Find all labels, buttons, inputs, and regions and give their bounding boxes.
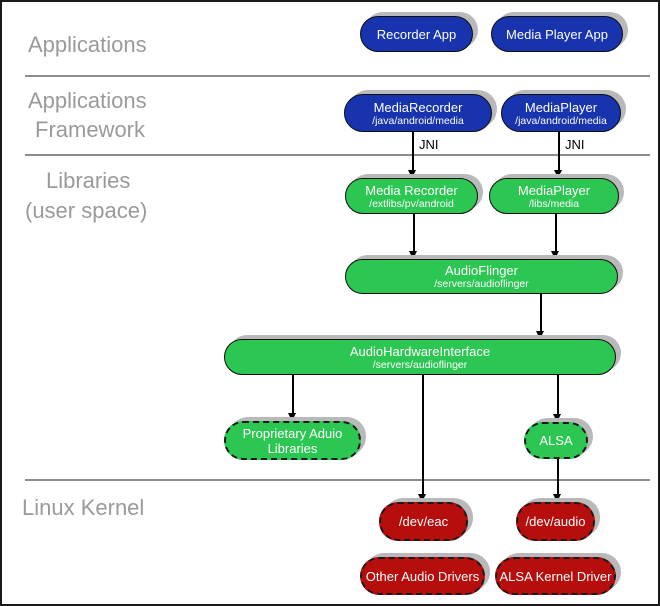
- node-audioflinger: AudioFlinger /servers/audioflinger: [345, 259, 618, 294]
- node-title: Other Audio Drivers: [365, 568, 480, 584]
- node-title: MediaPlayer: [517, 182, 591, 198]
- node-title: AudioHardwareInterface: [349, 343, 491, 359]
- layer-label-libraries-line1: Libraries: [46, 168, 131, 193]
- node-path: /servers/audioflinger: [372, 358, 468, 371]
- node-path: /java/android/media: [515, 114, 607, 127]
- layer-divider-applications: [25, 75, 650, 77]
- node-media-recorder-lib: Media Recorder /extlibs/pv/android: [345, 178, 478, 214]
- arrow-down-icon: [553, 494, 561, 502]
- node-proprietary-audio-libraries: Proprietary Aduio Libraries: [224, 421, 361, 460]
- layer-divider-kernel: [25, 479, 650, 481]
- layer-label-linux-kernel: Linux Kernel: [22, 495, 145, 520]
- jni-label-left: JNI: [419, 137, 439, 152]
- node-title: Media Player App: [506, 26, 608, 42]
- arrow-line-alsa-to-dev-audio: [557, 459, 559, 494]
- arrow-down-icon: [536, 331, 544, 339]
- node-other-audio-drivers: Other Audio Drivers: [360, 557, 485, 595]
- arrow-line-jni-recorder: [412, 132, 414, 171]
- arrow-line-to-proprietary: [292, 375, 294, 414]
- node-title: ALSA: [539, 433, 573, 448]
- node-recorder-app: Recorder App: [360, 16, 473, 52]
- node-media-player-app: Media Player App: [491, 16, 623, 52]
- node-mediaplayer-framework: MediaPlayer /java/android/media: [501, 94, 621, 132]
- layer-label-libraries-line2: (user space): [25, 198, 148, 223]
- arrow-line-player-to-flinger: [555, 214, 557, 252]
- arrow-line-recorder-to-flinger: [413, 214, 415, 252]
- layer-label-framework-line1: Applications: [28, 88, 147, 113]
- arrow-line-flinger-to-hwinterface: [540, 294, 542, 332]
- arrow-line-jni-player: [558, 132, 560, 171]
- node-path: /servers/audioflinger: [434, 278, 529, 290]
- node-title: /dev/eac: [398, 514, 449, 529]
- node-title: Media Recorder: [365, 182, 458, 198]
- node-alsa: ALSA: [524, 422, 588, 459]
- node-audiohardwareinterface: AudioHardwareInterface /servers/audiofli…: [224, 339, 616, 375]
- arrow-down-icon: [409, 251, 417, 259]
- node-mediarecorder-framework: MediaRecorder /java/android/media: [344, 94, 492, 132]
- node-path: /java/android/media: [372, 114, 464, 127]
- node-mediaplayer-lib: MediaPlayer /libs/media: [489, 178, 619, 214]
- arrow-down-icon: [553, 414, 561, 422]
- node-path: /extlibs/pv/android: [369, 197, 454, 210]
- arrow-down-icon: [418, 494, 426, 502]
- arrow-line-to-alsa: [557, 375, 559, 415]
- layer-divider-framework: [25, 154, 650, 156]
- node-alsa-kernel-driver: ALSA Kernel Driver: [495, 557, 616, 595]
- arrow-line-to-dev-eac: [422, 375, 424, 494]
- layer-label-applications: Applications: [28, 32, 147, 57]
- node-title: ALSA Kernel Driver: [499, 568, 612, 584]
- arrow-down-icon: [288, 413, 296, 421]
- node-dev-audio: /dev/audio: [516, 502, 595, 541]
- arrow-down-icon: [554, 170, 562, 178]
- jni-label-right: JNI: [565, 137, 585, 152]
- node-path: /libs/media: [528, 197, 580, 210]
- node-dev-eac: /dev/eac: [379, 502, 468, 541]
- node-title: Proprietary Aduio Libraries: [242, 425, 343, 456]
- node-title: Recorder App: [376, 26, 457, 42]
- arrow-down-icon: [551, 251, 559, 259]
- node-title: MediaRecorder: [373, 99, 463, 115]
- node-title: MediaPlayer: [524, 99, 598, 115]
- node-title: /dev/audio: [525, 514, 586, 529]
- arrow-down-icon: [408, 170, 416, 178]
- layer-label-framework-line2: Framework: [35, 117, 146, 142]
- node-title: AudioFlinger: [445, 263, 518, 278]
